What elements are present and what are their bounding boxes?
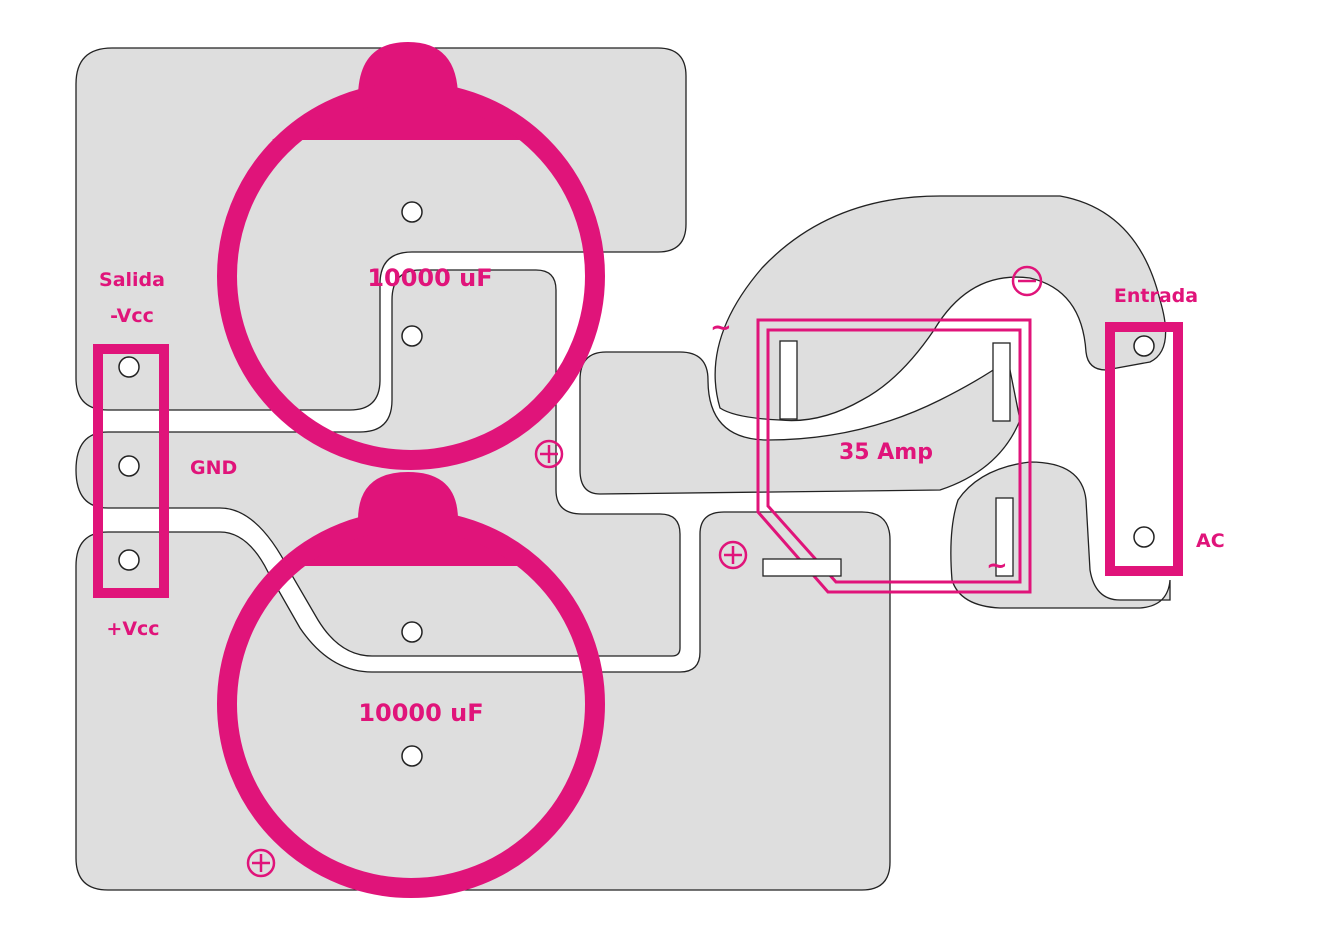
output-label: Salida — [99, 269, 165, 291]
bridge-label: 35 Amp — [839, 440, 933, 465]
copper-pos-vcc-pour — [75, 511, 891, 891]
capacitor-bottom-label: 10000 uF — [358, 699, 483, 727]
input-pad-1 — [1133, 335, 1155, 357]
bridge-pin-neg — [992, 342, 1011, 422]
copper-positive-trace — [579, 351, 1021, 495]
capacitor-top: 10000 uF — [217, 42, 605, 470]
bridge-outline-inner — [766, 328, 1022, 584]
input-connector-body — [1105, 322, 1183, 576]
bridge-pin-ac-left — [779, 340, 798, 420]
output-connector-body — [93, 344, 169, 598]
bridge-outline-outer — [756, 318, 1032, 594]
output-pad-neg — [118, 356, 140, 378]
bridge-pin-pos — [762, 558, 842, 577]
plus-icon — [246, 848, 276, 878]
copper-ac-blob — [714, 195, 1167, 422]
polarity-symbols — [246, 265, 1043, 878]
minus-icon — [1011, 265, 1043, 297]
bridge-pin-ac-right — [995, 497, 1014, 577]
plus-icon — [718, 540, 748, 570]
input-connector — [1105, 322, 1183, 576]
ac-label: AC — [1196, 530, 1225, 552]
capacitor-top-pad-1 — [401, 201, 423, 223]
neg-vcc-label: -Vcc — [110, 305, 154, 327]
output-pad-pos — [118, 549, 140, 571]
gnd-label: GND — [190, 457, 237, 479]
capacitor-top-label: 10000 uF — [367, 264, 492, 292]
output-connector — [93, 344, 169, 598]
tilde-icon: ~ — [986, 551, 1008, 581]
capacitor-bottom: 10000 uF — [217, 472, 605, 898]
plus-icon — [534, 439, 564, 469]
input-label: Entrada — [1114, 285, 1198, 307]
tilde-icon: ~ — [710, 313, 732, 343]
output-pad-gnd — [118, 455, 140, 477]
capacitor-bottom-tab — [358, 472, 458, 520]
capacitor-top-body — [217, 82, 605, 470]
capacitor-bottom-body — [217, 510, 605, 898]
capacitor-bottom-pad-2 — [401, 745, 423, 767]
capacitor-bottom-pad-1 — [401, 621, 423, 643]
input-pad-2 — [1133, 526, 1155, 548]
capacitor-top-pad-2 — [401, 325, 423, 347]
pos-vcc-label: +Vcc — [106, 618, 159, 640]
bridge-rectifier: 35 Amp — [756, 318, 1032, 594]
